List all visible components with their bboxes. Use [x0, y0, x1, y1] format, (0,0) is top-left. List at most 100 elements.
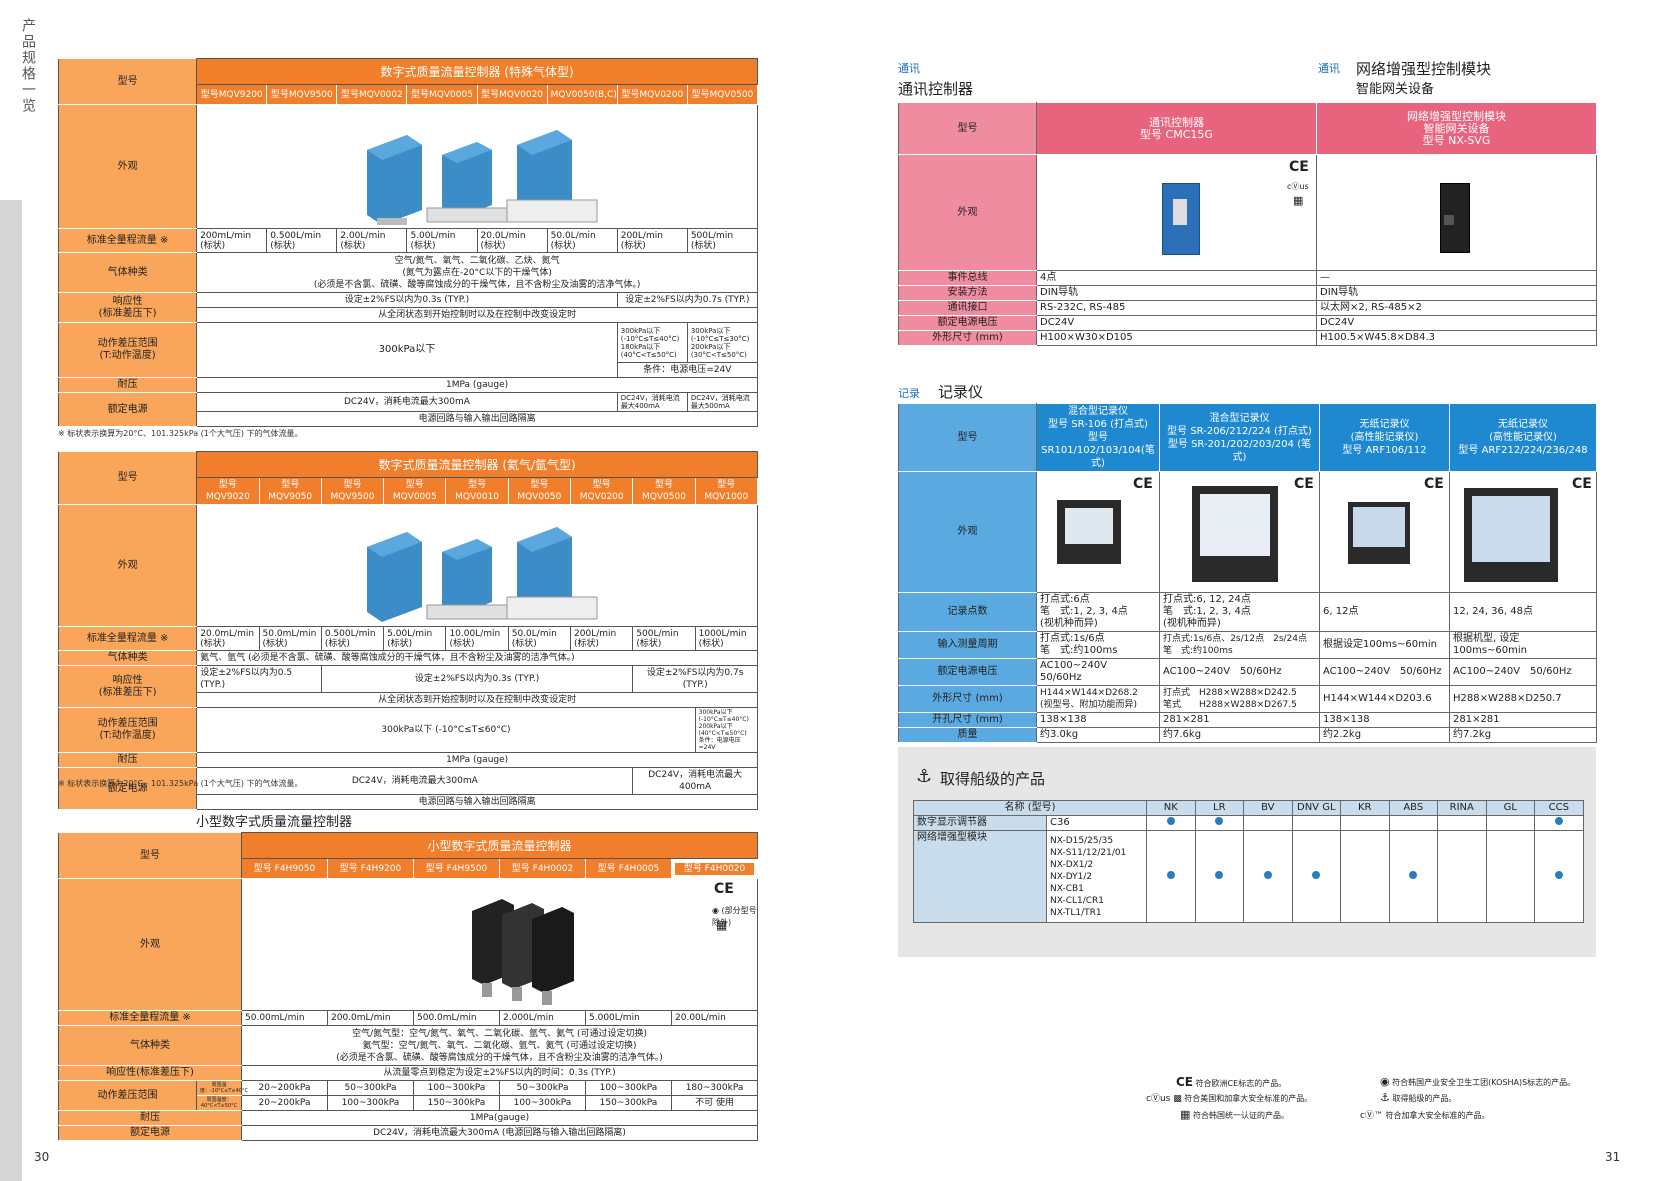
- cmc15g-device: [1162, 183, 1200, 255]
- product-photo: CE cⓋus ▦: [1036, 154, 1317, 271]
- power-cell: DC24V，消耗电流 最大500mA: [686, 392, 759, 412]
- column-header: ABS: [1388, 800, 1439, 816]
- product-name: 数字显示调节器: [913, 815, 1047, 831]
- dp-cell: 300kPa以下 (-10°C≤T≤40°C) 180kPa以下 (40°C<T…: [616, 322, 688, 363]
- table-title: 数字式质量流量控制器 (氦气/氩气型): [196, 451, 758, 478]
- model-header: 无纸记录仪 (高性能记录仪) 型号 ARF106/112: [1319, 403, 1450, 472]
- product-name: 网络增强型模块: [913, 830, 1047, 923]
- press-cell: 1MPa (gauge): [196, 377, 758, 393]
- cert-cell: [1194, 830, 1245, 923]
- column-header: 名称 (型号): [912, 800, 1148, 816]
- legend-text: 符合韩国统一认证的产品。: [1192, 1111, 1289, 1120]
- cert-note-text: (部分型号除外): [712, 906, 757, 927]
- value-cell: AC100~240V 50/60Hz: [1036, 658, 1160, 686]
- flow-cell: 20.0L/min (标状): [476, 228, 548, 253]
- legend-item: CE 符合欧洲CE标志的产品。: [1176, 1075, 1286, 1089]
- model-cell: 型号MQV0050: [507, 477, 572, 505]
- value-cell: 12, 24, 36, 48点: [1449, 592, 1597, 632]
- row-label-pressure: 耐压: [57, 752, 198, 768]
- resp-cell: 从全闭状态到开始控制时以及在控制中改变设定时: [196, 307, 758, 323]
- press-cell: 1MPa(gauge): [240, 1110, 759, 1126]
- gas-cell: 空气/氮气、氧气、二氧化碳、乙炔、氮气 (氮气为露点在-20°C以下的干燥气体)…: [196, 252, 758, 293]
- model-header: 网络增强型控制模块 智能网关设备 型号 NX-SVG: [1316, 102, 1597, 155]
- value-cell: 根据设定100ms~60min: [1319, 631, 1450, 659]
- cert-note: ◉ (部分型号除外): [712, 905, 757, 929]
- product-photo: CE ◉ (部分型号除外) ▦: [240, 878, 759, 1011]
- flow-cell: 200L/min (标状): [570, 626, 634, 651]
- cert-cell: [1437, 815, 1487, 831]
- ce-mark-icon: CE: [1176, 1075, 1194, 1089]
- model-cell: 型号 F4H0020: [670, 858, 759, 879]
- flow-cell: 5.00L/min (标状): [406, 228, 478, 253]
- value-cell: 根据机型, 设定100ms~60min: [1449, 631, 1597, 659]
- dp-cell: 150~300kPa: [585, 1095, 672, 1111]
- certified-dot-icon: [1263, 870, 1272, 879]
- row-label-pressure: 耐压: [58, 1110, 242, 1126]
- power-cell: DC24V，消耗电流最大400mA: [632, 767, 758, 795]
- legend-text: 符合美国和加拿大安全标准的产品。: [1184, 1094, 1313, 1103]
- product-photo: CE: [1036, 471, 1160, 593]
- value-cell: 以太网×2, RS-485×2: [1316, 300, 1597, 316]
- row-label: 外形尺寸 (mm): [898, 330, 1037, 346]
- row-label-pressure-range: 动作差压范围 (T:动作温度): [57, 322, 198, 378]
- row-label-appearance: 外观: [57, 104, 198, 229]
- model-header: 混合型记录仪 型号 SR-206/212/224 (打点式) 型号 SR-201…: [1159, 403, 1320, 472]
- cert-cell: [1388, 815, 1439, 831]
- model-cell: 型号 F4H9200: [327, 858, 414, 879]
- model-cell: 型号MQV0500: [632, 477, 696, 505]
- side-section-label: 产品规格一览: [20, 18, 36, 114]
- model-header: 通讯控制器 型号 CMC15G: [1036, 102, 1317, 155]
- dp-cell: 100~300kPa: [585, 1080, 672, 1096]
- product-photo: CE: [1319, 471, 1450, 593]
- value-cell: AC100~240V 50/60Hz: [1449, 658, 1597, 686]
- row-label-pressure-range: 动作差压范围 (T:动作温度): [57, 707, 198, 753]
- model-cell: 型号MQV0005: [406, 84, 478, 105]
- marine-row: 网络增强型模块 NX-D15/25/35 NX-S11/12/21/01 NX-…: [913, 830, 1584, 923]
- flow-cell: 5.000L/min: [585, 1010, 672, 1026]
- resp-cell: 从流量零点到稳定为设定±2%FS以内的时间：0.3s (TYP.): [240, 1065, 759, 1081]
- flow-cell: 5.00L/min (标状): [383, 626, 447, 651]
- legend-item: cⓋus ▩ 符合美国和加拿大安全标准的产品。: [1146, 1091, 1312, 1104]
- ce-mark-icon: CE: [714, 881, 734, 897]
- value-cell: 约2.2kg: [1319, 727, 1450, 743]
- legend-text: 符合欧洲CE标志的产品。: [1195, 1079, 1287, 1088]
- value-cell: 约7.6kg: [1159, 727, 1320, 743]
- legend-text: 符合韩国产业安全卫生工团(KOSHA)S标志的产品。: [1392, 1078, 1576, 1087]
- row-label-flow: 标准全量程流量 ※: [57, 228, 198, 253]
- table-recorders: 型号 混合型记录仪 型号 SR-106 (打点式) 型号 SR101/102/1…: [898, 403, 1597, 743]
- cert-cell: [1534, 830, 1584, 923]
- value-cell: 4点: [1036, 270, 1317, 286]
- dp-cell: 180~300kPa: [670, 1080, 759, 1096]
- value-cell: 6, 12点: [1319, 592, 1450, 632]
- table-marine-certifications: 名称 (型号) NK LR BV DNV GL KR ABS RINA GL C…: [912, 800, 1584, 923]
- dp-cell: 不可 使用: [670, 1095, 759, 1111]
- dp-condition: 周围温度：-10°C≤T≤40°C: [196, 1080, 248, 1096]
- power-cell: DC24V，消耗电流 最大400mA: [616, 392, 688, 412]
- model-cell: 型号 F4H0002: [499, 858, 586, 879]
- mfc-devices-image: [367, 130, 598, 225]
- row-label: 通讯接口: [898, 300, 1037, 316]
- model-cell: 型号MQV9500: [266, 84, 338, 105]
- ce-mark-icon: CE: [1572, 476, 1592, 492]
- value-cell: —: [1316, 270, 1597, 286]
- dp-cell: 20~200kPa: [241, 1095, 328, 1111]
- cert-cell: [1291, 830, 1342, 923]
- flow-cell: 50.0L/min (标状): [507, 626, 572, 651]
- anchor-icon: ⚓: [1380, 1091, 1390, 1104]
- ce-mark-icon: CE: [1424, 476, 1444, 492]
- kc-mark-icon: ◉: [712, 906, 719, 915]
- cert-cell: [1437, 830, 1487, 923]
- cert-cell: [1291, 815, 1342, 831]
- dp-cell: 50~300kPa: [499, 1080, 586, 1096]
- legend-item: ◉ 符合韩国产业安全卫生工团(KOSHA)S标志的产品。: [1380, 1075, 1575, 1088]
- legend-item: cⓋ™ 符合加拿大安全标准的产品。: [1360, 1108, 1490, 1121]
- model-cell: 型号MQV0005: [383, 477, 447, 505]
- dp-cell: 100~300kPa: [413, 1080, 500, 1096]
- value-cell: 281×281: [1159, 712, 1320, 728]
- row-label-pressure-range: 动作差压范围: [58, 1080, 197, 1111]
- flow-cell: 1000L/min (标状): [694, 626, 759, 651]
- value-cell: RS-232C, RS-485: [1036, 300, 1317, 316]
- legend-item: ▦ 符合韩国统一认证的产品。: [1180, 1108, 1289, 1121]
- certified-dot-icon: [1166, 817, 1175, 825]
- row-label: 开孔尺寸 (mm): [898, 712, 1037, 728]
